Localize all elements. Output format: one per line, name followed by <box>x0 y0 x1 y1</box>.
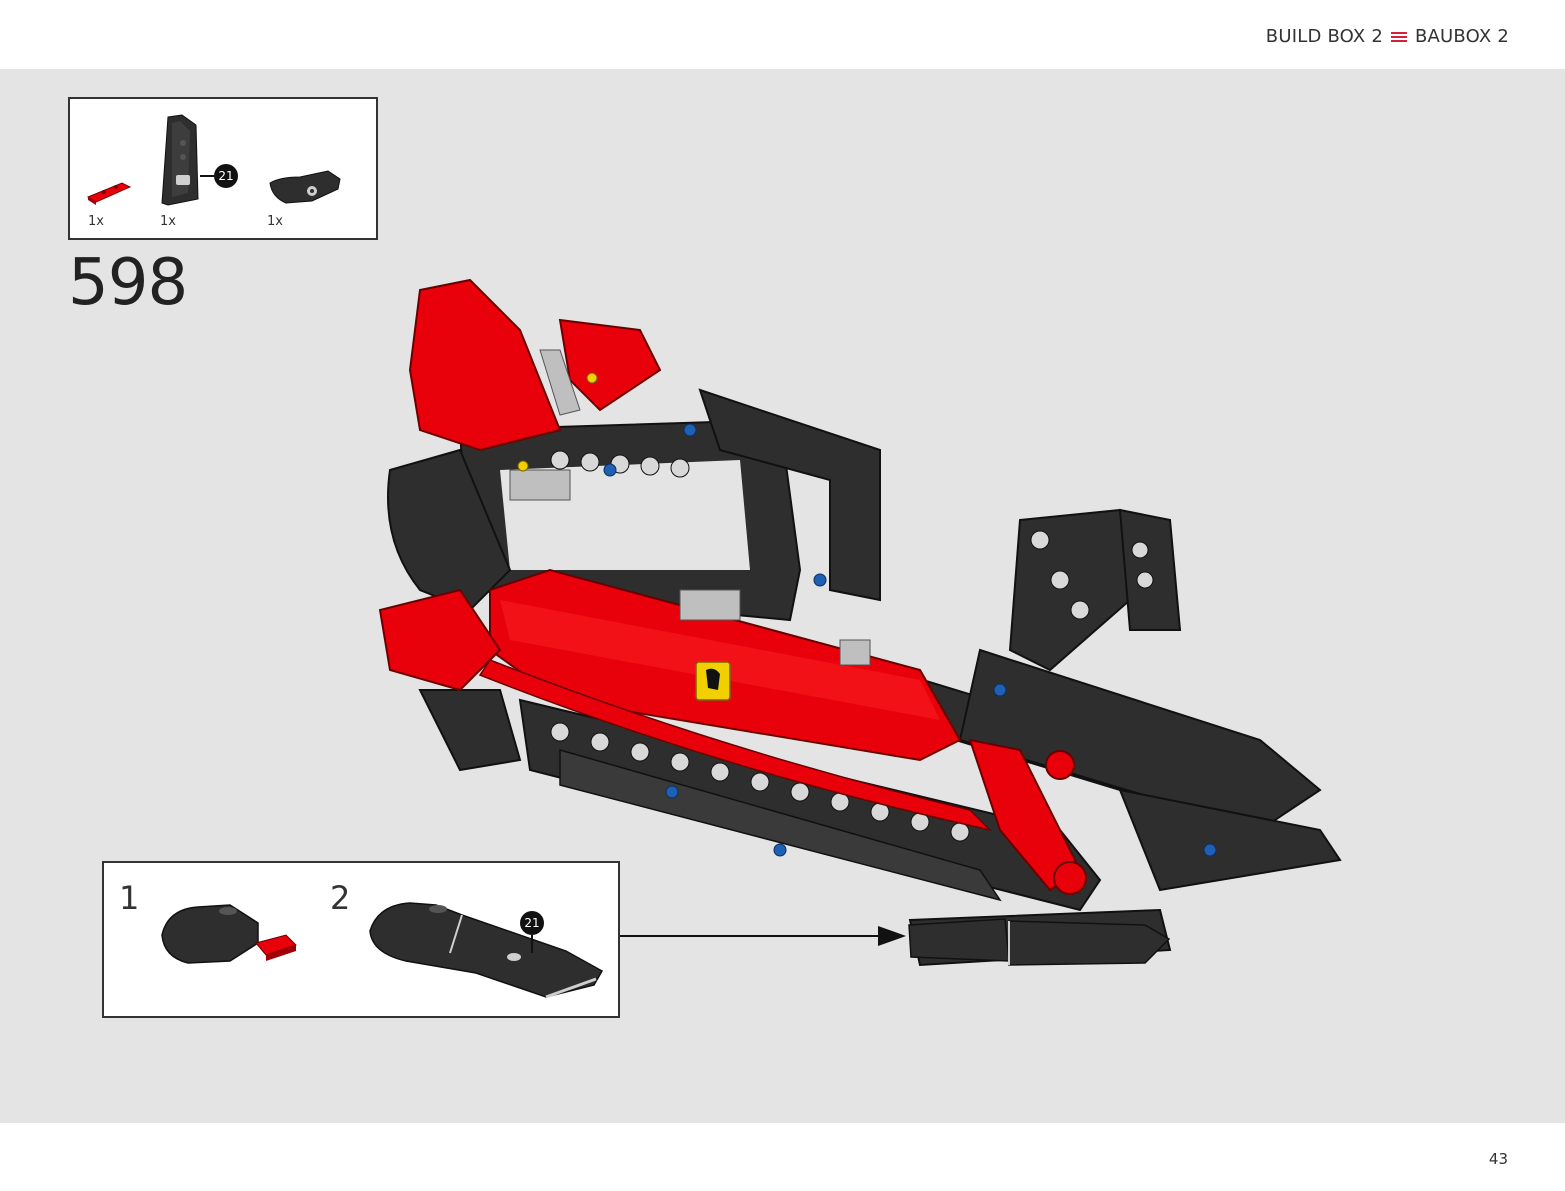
target-panels-illustration <box>908 918 1171 966</box>
yellow-pin <box>586 372 598 384</box>
parts-list-box: 21 1x 1x 1x <box>68 97 378 240</box>
red-axle-connector-icon <box>86 182 132 205</box>
svg-text:21: 21 <box>524 916 539 930</box>
yellow-pin <box>517 460 529 472</box>
part-quantity: 1x <box>88 214 104 229</box>
grey-elements <box>509 349 871 666</box>
step-number: 598 <box>68 246 188 320</box>
page-header: BUILD BOX 2 BAUBOX 2 <box>0 0 1565 69</box>
substep-number: 2 <box>330 879 351 917</box>
beam-holes <box>550 450 1154 842</box>
ferrari-logo-tile <box>695 661 731 701</box>
model-assembly-illustration <box>378 278 1342 967</box>
build-box-label-de: BAUBOX 2 <box>1415 26 1509 47</box>
placement-arrow-icon <box>620 926 906 946</box>
callout-badge-icon: 21 <box>200 164 238 188</box>
three-bars-icon <box>1391 31 1407 43</box>
subassembly-box: 1 2 21 <box>102 861 620 1018</box>
substep-2-illustration: 21 <box>369 902 604 999</box>
black-curved-panel-icon <box>269 170 341 204</box>
part-quantity: 1x <box>160 214 176 229</box>
page-number: 43 <box>1488 1150 1508 1168</box>
build-box-title: BUILD BOX 2 BAUBOX 2 <box>1266 26 1509 47</box>
page-footer: 43 <box>0 1123 1565 1191</box>
black-panel-icon <box>161 114 199 206</box>
build-box-label-en: BUILD BOX 2 <box>1265 26 1383 47</box>
substep-1-illustration <box>161 904 297 964</box>
blue-pins <box>483 423 1217 857</box>
part-quantity: 1x <box>267 214 283 229</box>
svg-text:21: 21 <box>218 169 233 183</box>
substep-number: 1 <box>119 879 140 917</box>
